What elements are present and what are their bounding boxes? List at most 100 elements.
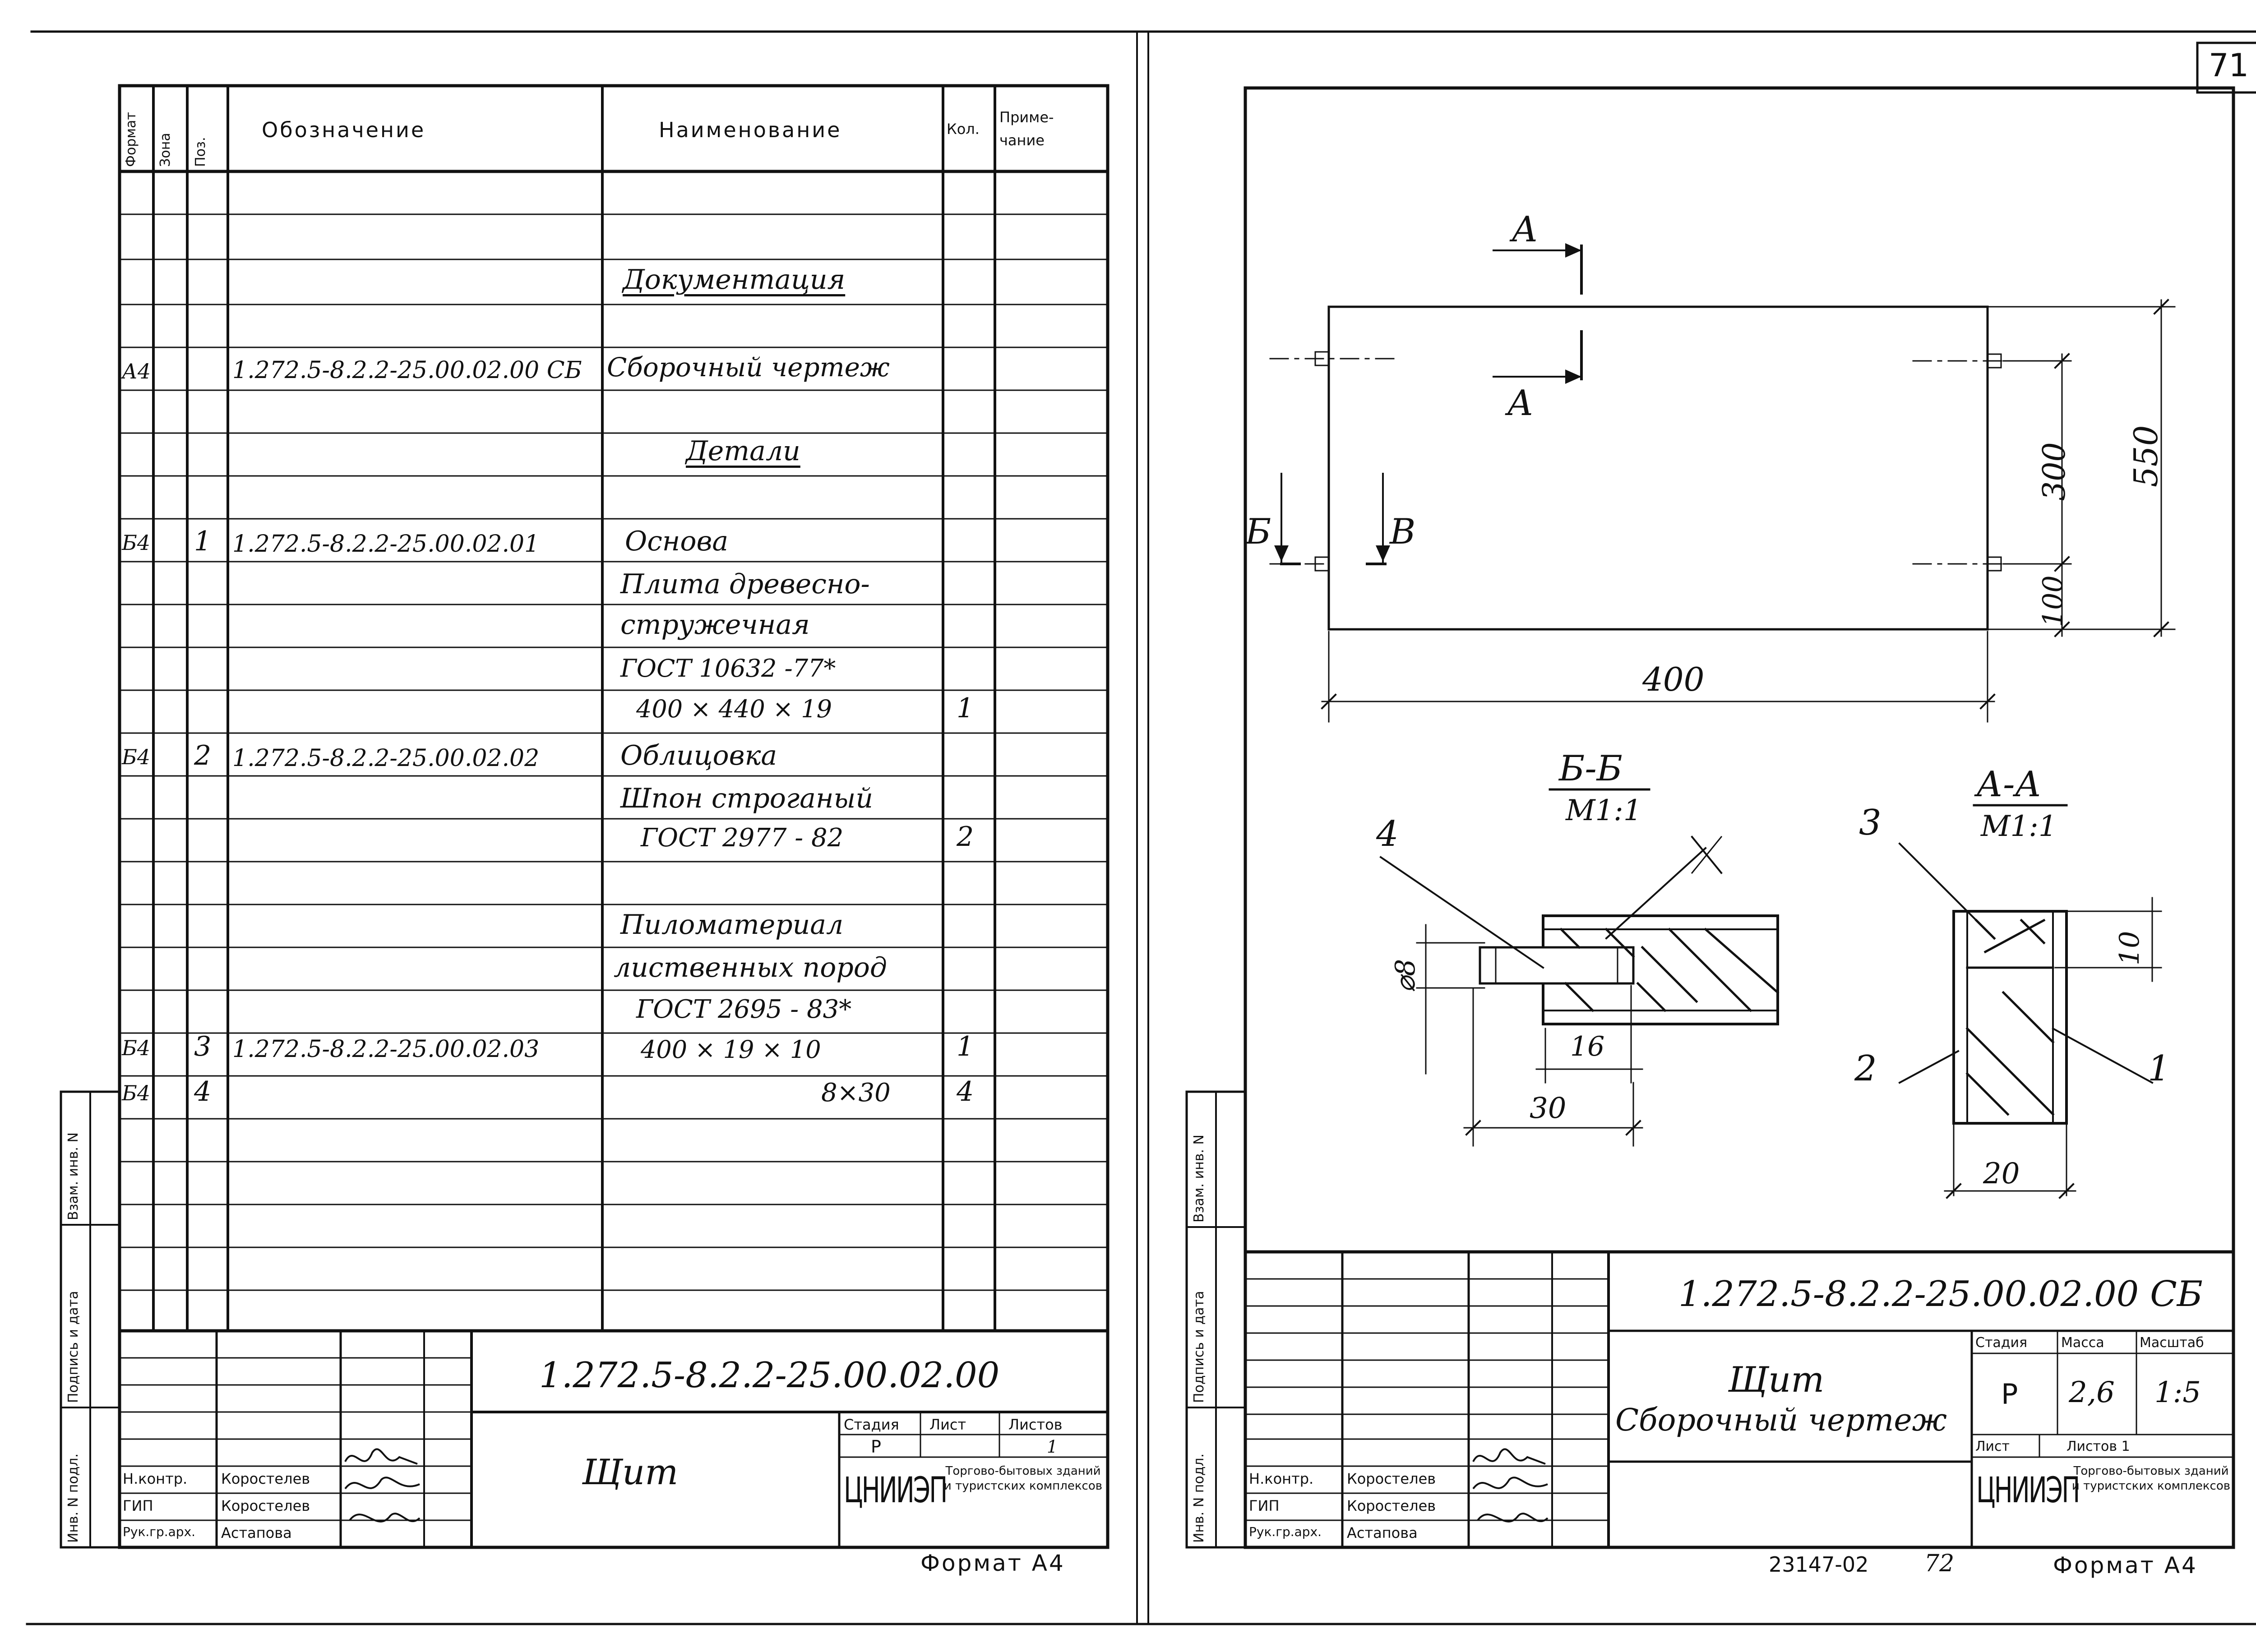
row2c-qty: 2 [957,821,974,853]
left-role-3: Рук.гр.арх. [123,1524,196,1539]
dim-100: 100 [2037,575,2069,627]
section-b-label: Б [1245,512,1271,552]
right-person-2: Коростелев [1347,1497,1436,1514]
row1-format: Б4 [122,531,151,555]
left-role-1: Н.контр. [123,1470,188,1487]
right-sheets-label: Листов 1 [2066,1439,2130,1454]
row-sb-name: Сборочный чертеж [607,352,890,383]
right-role-1: Н.контр. [1249,1470,1314,1487]
right-signatures [1472,1448,1549,1523]
right-person-3: Астапова [1347,1524,1418,1541]
row1c-name: стружечная [620,609,810,641]
left-org-name: Торгово-бытовых зданий и туристских комп… [943,1464,1103,1493]
left-sheets-label: Листов [1008,1416,1063,1433]
col-qty-header: Кол. [947,120,980,138]
section-aa-scale: М1:1 [1981,810,2057,843]
dim-16: 16 [1570,1031,1605,1062]
section-v-label: В [1390,512,1416,552]
right-stage-label: Стадия [1975,1335,2028,1351]
row3a-name: Пиломатериал [620,909,844,941]
row3c-name: ГОСТ 2695 - 83* [636,995,852,1024]
row2-format: Б4 [122,745,151,769]
col-zone-header: Зона [157,133,173,167]
row3-format: Б4 [122,1036,151,1060]
left-sheet-label: Лист [929,1416,966,1433]
dim-300: 300 [2037,442,2072,501]
right-title-2: Сборочный чертеж [1615,1403,1947,1438]
right-vzam-label: Взам. инв. N [1191,1135,1207,1223]
row4-format: Б4 [122,1081,151,1105]
dim-550: 550 [2127,425,2165,487]
dim-400: 400 [1642,660,1705,698]
left-format-note: Формат А4 [920,1550,1065,1576]
row3-pos: 3 [194,1031,212,1062]
col-name-header: Наименование [659,118,842,142]
row2b-name: Шпон строганый [620,783,873,814]
section-details: Детали [686,435,800,467]
row1-name: Основа [625,526,729,557]
row1d-name: ГОСТ 10632 -77* [620,654,836,683]
row-sb-format: А4 [122,359,151,383]
right-person-1: Коростелев [1347,1470,1436,1487]
col-pos-header: Поз. [193,137,208,167]
left-title-code: 1.272.5-8.2.2-25.00.02.00 [539,1355,1000,1396]
left-person-2: Коростелев [221,1497,310,1514]
right-stage-value: Р [2001,1378,2018,1411]
section-bb-title: Б-Б [1559,748,1623,789]
left-org-logo: ЦНИИЭП [844,1470,948,1511]
col-format-header: Формат [123,112,139,167]
right-org-logo: ЦНИИЭП [1976,1470,2080,1511]
right-sign-date-label: Подпись и дата [1191,1291,1207,1403]
pos-3-callout: 3 [1859,803,1882,843]
row3-qty: 1 [957,1031,974,1062]
left-stage-value: Р [871,1437,881,1457]
left-person-3: Астапова [221,1524,292,1541]
row2-pos: 2 [194,740,212,771]
right-inv-orig-label: Инв. N подл. [1191,1453,1207,1543]
dim-20: 20 [1983,1157,2020,1191]
left-sign-date-label: Подпись и дата [65,1291,81,1403]
section-documentation: Документация [623,264,846,295]
right-role-3: Рук.гр.арх. [1249,1524,1322,1539]
row4-name: 8×30 [821,1078,891,1107]
right-mass-value: 2,6 [2069,1376,2115,1409]
pos-1-callout: 1 [2148,1048,2170,1089]
right-scale-label: Масштаб [2140,1335,2204,1351]
right-title-code: 1.272.5-8.2.2-25.00.02.00 СБ [1678,1274,2203,1315]
right-format-note: Формат А4 [2053,1552,2198,1578]
row3-designation: 1.272.5-8.2.2-25.00.02.03 [232,1036,540,1063]
row1e-qty: 1 [957,692,974,724]
right-role-2: ГИП [1249,1497,1280,1514]
col-designation-header: Обозначение [262,118,426,142]
left-signatures [344,1448,421,1523]
left-title-name: Щит [582,1452,679,1493]
pos-4-callout: 4 [1376,814,1399,854]
right-scale-value: 1:5 [2154,1376,2201,1409]
bottom-archive-number: 23147-02 [1769,1552,1869,1577]
row3-name: 400 × 19 × 10 [641,1035,821,1064]
left-stage-label: Стадия [844,1416,899,1433]
section-aa-title: А-А [1976,764,2042,805]
col-note-header: Приме- чание [999,109,1054,149]
row3b-name: лиственных пород [614,952,887,983]
right-mass-label: Масса [2061,1335,2104,1351]
section-a-label-top: А [1512,209,1539,250]
left-inv-orig-label: Инв. N подл. [65,1453,81,1543]
dim-dia8: ⌀8 [1390,959,1421,992]
dim-30: 30 [1530,1092,1567,1125]
row1-designation: 1.272.5-8.2.2-25.00.02.01 [232,531,540,558]
row1b-name: Плита древесно- [620,568,870,600]
left-role-2: ГИП [123,1497,153,1514]
left-sheets-value: 1 [1047,1437,1058,1457]
row2c-name: ГОСТ 2977 - 82 [641,823,844,853]
row1-pos: 1 [194,526,212,557]
dim-10: 10 [2114,931,2145,965]
right-title-1: Щит [1728,1360,1825,1400]
pos-2-callout: 2 [1854,1048,1877,1089]
row-sb-designation: 1.272.5-8.2.2-25.00.02.00 СБ [232,357,582,384]
section-a-label-bottom: А [1507,383,1534,424]
row2-designation: 1.272.5-8.2.2-25.00.02.02 [232,745,540,772]
bottom-page-number: 72 [1924,1550,1955,1577]
